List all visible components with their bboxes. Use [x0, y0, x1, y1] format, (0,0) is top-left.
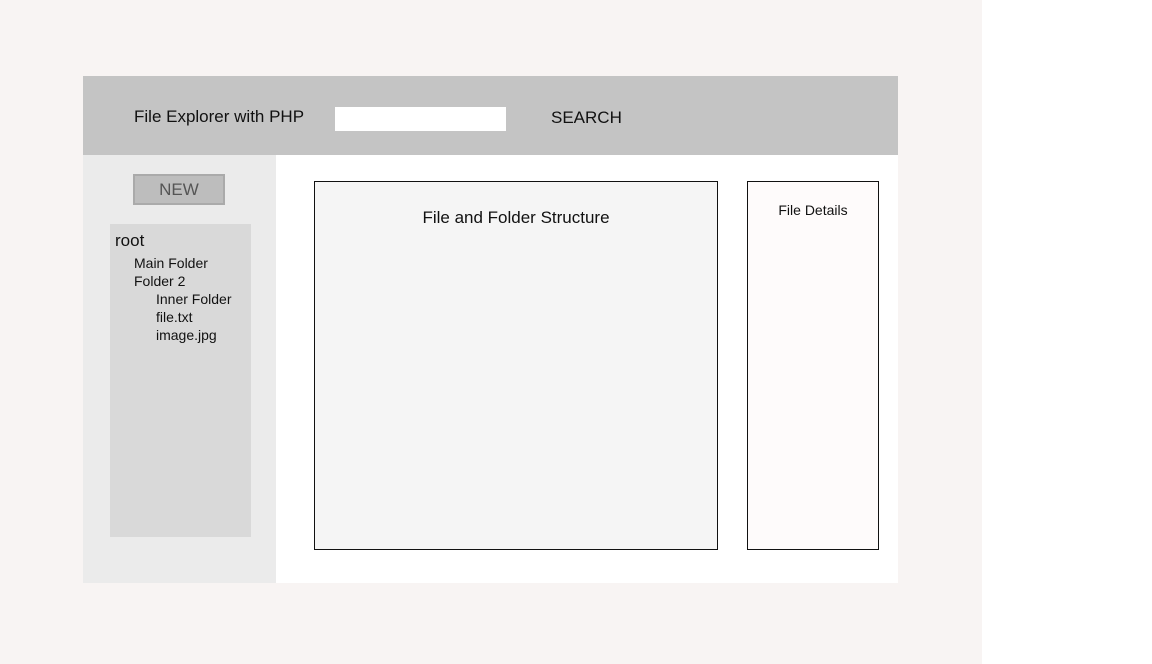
- header-bar: File Explorer with PHP SEARCH: [83, 76, 898, 155]
- tree-item-main-folder[interactable]: Main Folder: [134, 255, 208, 271]
- file-structure-title: File and Folder Structure: [422, 208, 610, 227]
- folder-tree: root Main Folder Folder 2 Inner Folder f…: [110, 224, 251, 537]
- search-input[interactable]: [335, 107, 506, 131]
- app-window: File Explorer with PHP SEARCH NEW root M…: [83, 76, 898, 583]
- file-details-panel: File Details: [747, 181, 879, 550]
- search-button[interactable]: SEARCH: [551, 108, 622, 127]
- tree-item-file-txt[interactable]: file.txt: [156, 309, 193, 325]
- tree-item-image-jpg[interactable]: image.jpg: [156, 327, 217, 343]
- app-title: File Explorer with PHP: [134, 107, 305, 126]
- file-structure-panel: File and Folder Structure: [314, 181, 718, 550]
- file-details-title: File Details: [778, 202, 848, 218]
- tree-item-inner-folder[interactable]: Inner Folder: [156, 291, 232, 307]
- new-button[interactable]: NEW: [133, 174, 225, 205]
- sidebar: NEW root Main Folder Folder 2 Inner Fold…: [83, 155, 276, 583]
- tree-root[interactable]: root: [115, 231, 145, 250]
- tree-item-folder-2[interactable]: Folder 2: [134, 273, 186, 289]
